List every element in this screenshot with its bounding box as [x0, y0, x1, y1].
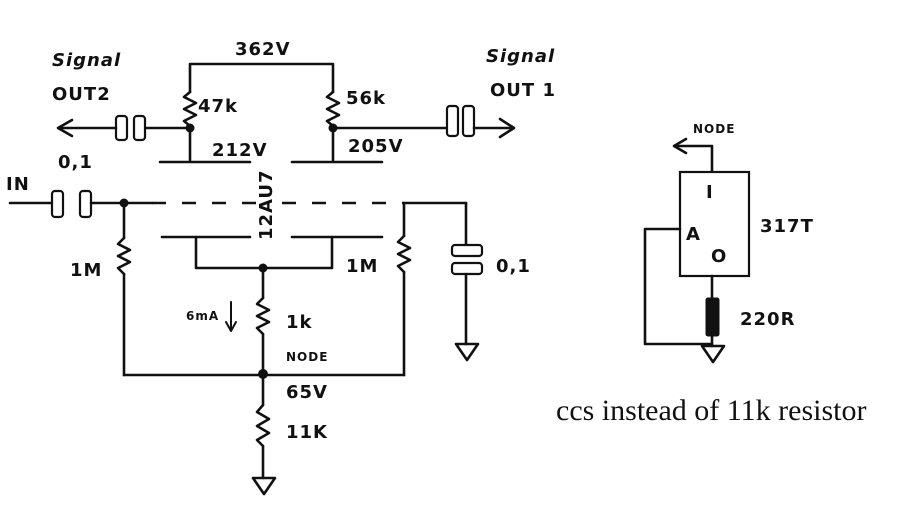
resistor-cathode-label: 1k [286, 312, 313, 333]
tube-label: 12AU7 [256, 169, 277, 240]
regulator-317t [678, 170, 751, 278]
resistor-grid-right [396, 234, 412, 274]
anode-right-voltage: 205V [348, 136, 404, 157]
resistor-tail [255, 403, 271, 448]
capacitor-out1 [445, 104, 476, 138]
cathode-link [194, 235, 334, 270]
arrow-right-icon [498, 117, 516, 139]
supply-rail [188, 62, 335, 94]
regulator-adjust-pin: A [686, 224, 701, 245]
resistor-tail-label: 11K [286, 422, 328, 443]
resistor-grid-right-label: 1M [346, 256, 378, 277]
resistor-anode-left [182, 90, 198, 128]
supply-voltage-label: 362V [235, 39, 291, 60]
resistor-grid-left [116, 236, 132, 276]
resistor-cathode [255, 296, 271, 336]
ground-icon [700, 344, 726, 364]
arrow-down-icon [225, 301, 237, 332]
arrow-left-icon [672, 137, 688, 155]
cap-out2-label: 0,1 [58, 152, 93, 173]
resistor-anode-left-label: 47k [198, 96, 238, 117]
cap-bypass-label: 0,1 [496, 256, 531, 277]
resistor-anode-right-label: 56k [346, 88, 386, 109]
ground-icon [251, 476, 277, 496]
signal-out2-name: OUT2 [52, 84, 111, 105]
node-right-label: NODE [693, 122, 735, 136]
resistor-anode-right [325, 90, 341, 128]
current-label: 6mA [186, 309, 219, 323]
capacitor-input [50, 189, 93, 219]
adjust-wire [643, 227, 714, 346]
resistor-set-label: 220R [740, 309, 795, 330]
resistor-set [705, 297, 720, 337]
caption: ccs instead of 11k resistor [556, 394, 866, 427]
signal-out2-word: Signal [52, 50, 121, 71]
capacitor-out2 [114, 114, 147, 142]
regulator-label: 317T [760, 216, 814, 237]
resistor-grid-left-label: 1M [70, 260, 102, 281]
anode-left-voltage: 212V [212, 140, 268, 161]
regulator-output-pin: O [711, 246, 727, 267]
ground-icon [454, 342, 480, 362]
signal-out1-word: Signal [486, 46, 555, 67]
regulator-input-pin: I [706, 182, 714, 203]
arrow-left-icon [56, 118, 74, 138]
node-voltage-label: 65V [286, 382, 328, 403]
node-right-wire [674, 144, 714, 174]
node-left-label: NODE [286, 350, 328, 364]
capacitor-bypass [450, 243, 484, 276]
input-label: IN [6, 174, 30, 195]
signal-out1-name: OUT 1 [490, 80, 556, 101]
